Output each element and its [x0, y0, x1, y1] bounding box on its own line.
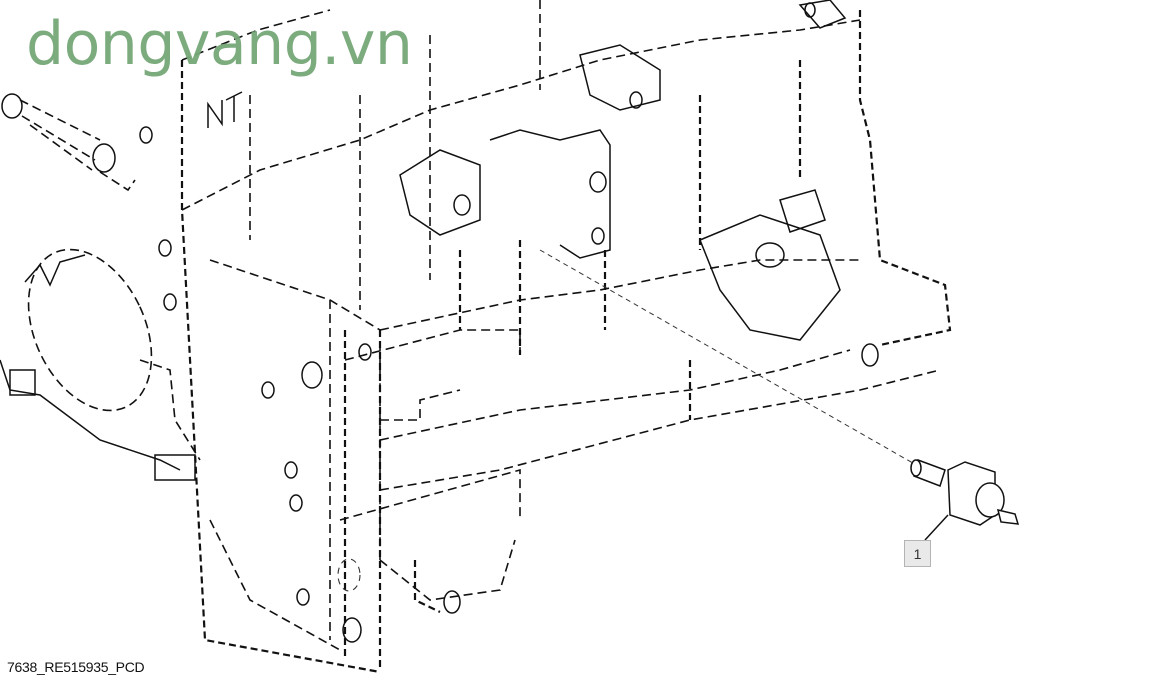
rear-housing [0, 248, 201, 481]
mounting-holes [158, 239, 879, 643]
drawing-caption: 7638_RE515935_PCD [7, 659, 145, 675]
bearing-saddles [399, 0, 847, 341]
part-callout-1[interactable]: 1 [904, 540, 931, 567]
assembly-leader-line [539, 249, 919, 467]
engine-block-body [180, 0, 952, 674]
sensor-switch-part [910, 459, 1020, 541]
link-arm [1, 93, 153, 192]
nt-marking [207, 91, 243, 128]
